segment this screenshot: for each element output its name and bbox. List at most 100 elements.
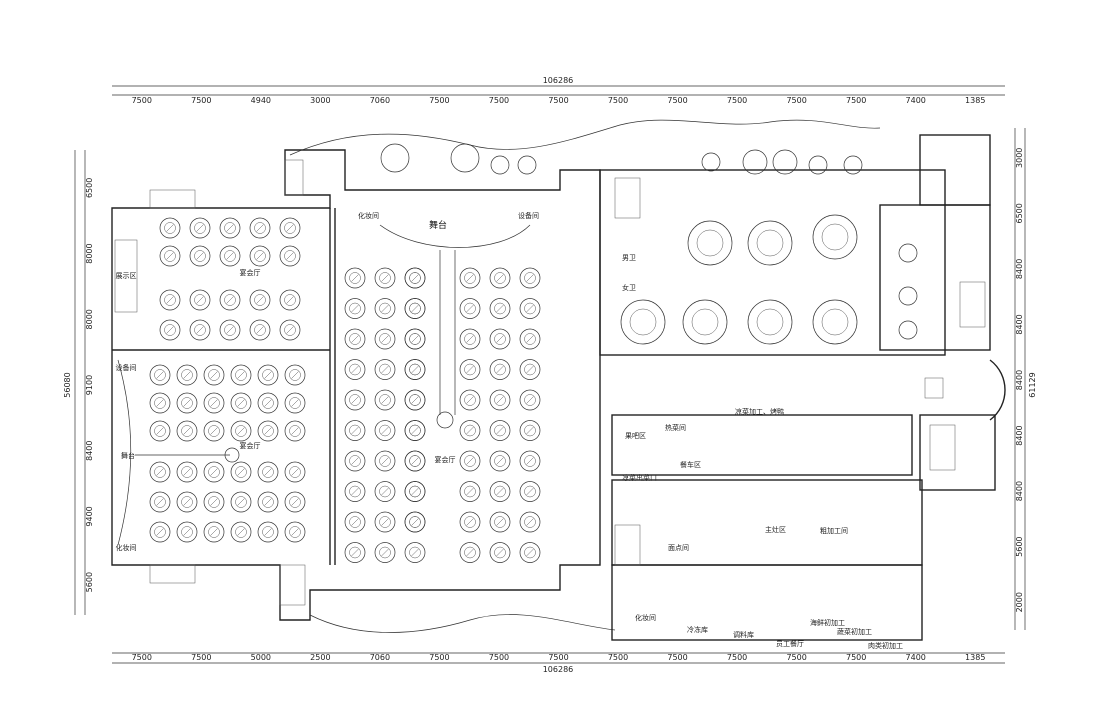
round-table: [149, 392, 171, 414]
bottom-dim-label: 7500: [667, 653, 687, 662]
round-table: [149, 364, 171, 386]
bottom-dim-label: 7500: [489, 653, 509, 662]
round-table: [519, 267, 541, 289]
round-table: [284, 364, 306, 386]
round-table: [489, 328, 511, 350]
top-dim-label: 7060: [370, 96, 390, 105]
round-table: [404, 450, 426, 472]
round-table: [230, 420, 252, 442]
round-table: [249, 289, 271, 311]
stage-label: 舞台: [429, 219, 447, 231]
round-table: [284, 521, 306, 543]
bbq-label: 凉菜加工、烤鸭: [735, 407, 784, 416]
kitchen-dressing-label: 化妆间: [635, 613, 656, 622]
round-table: [257, 521, 279, 543]
round-table: [176, 461, 198, 483]
round-table: [404, 420, 426, 441]
round-table: [159, 245, 181, 267]
round-table: [159, 289, 181, 311]
left-dim-label: 8000: [85, 243, 94, 263]
toilet-m-label: 男卫: [622, 254, 636, 262]
top-dim-label: 7500: [429, 96, 449, 105]
round-table: [459, 450, 481, 472]
round-table: [519, 328, 541, 350]
prep-area-2-label: 设备间: [116, 363, 137, 372]
round-table: [149, 491, 171, 513]
total-width-top: 106286: [543, 76, 574, 85]
round-table: [489, 389, 511, 411]
right-dim-label: 5600: [1015, 536, 1024, 556]
round-table: [176, 521, 198, 543]
bottom-dim-label: 7500: [846, 653, 866, 662]
bottom-dim-label: 7060: [370, 653, 390, 662]
round-table: [230, 364, 252, 386]
round-table: [203, 364, 225, 386]
round-table: [519, 420, 541, 441]
round-table: [374, 542, 396, 563]
left-dim-label: 8000: [85, 309, 94, 329]
round-table: [344, 420, 366, 441]
banquet-hall-1-label: 宴会厅: [240, 268, 261, 277]
round-table: [404, 511, 426, 533]
round-table: [459, 389, 481, 411]
round-table: [203, 491, 225, 513]
round-table: [203, 420, 225, 442]
round-table: [159, 217, 181, 239]
bottom-dim-label: 7500: [727, 653, 747, 662]
round-table: [489, 359, 511, 380]
round-table: [257, 392, 279, 414]
dim-sum-label: 面点间: [668, 544, 689, 552]
round-table: [344, 511, 366, 533]
round-table: [404, 481, 426, 502]
round-table: [344, 450, 366, 472]
round-table: [459, 328, 481, 350]
left-dim-label: 8400: [85, 441, 94, 461]
top-dim-label: 7500: [786, 96, 806, 105]
round-table: [489, 267, 511, 289]
meat-prep-label: 肉类初加工: [868, 641, 903, 650]
fruit-area-label: 果吧区: [625, 432, 646, 440]
round-table: [459, 420, 481, 441]
round-table: [519, 359, 541, 380]
round-table: [230, 461, 252, 483]
top-dim-label: 7500: [608, 96, 628, 105]
bottom-dim-label: 2500: [310, 653, 330, 662]
round-table: [519, 542, 541, 563]
bottom-dim-label: 7500: [548, 653, 568, 662]
round-table: [519, 389, 541, 411]
round-table: [404, 542, 426, 563]
left-dim-label: 9100: [85, 375, 94, 395]
bottom-dim-label: 7500: [608, 653, 628, 662]
right-dim-label: 8400: [1015, 481, 1024, 501]
round-table: [404, 359, 426, 380]
round-table: [284, 392, 306, 414]
round-table: [189, 245, 211, 267]
round-table: [230, 392, 252, 414]
round-table: [279, 217, 301, 239]
round-table: [284, 420, 306, 442]
left-dim-label: 5600: [85, 572, 94, 592]
round-table: [257, 461, 279, 483]
total-height-right: 61129: [1028, 372, 1037, 397]
toilet-f-label: 女卫: [622, 283, 636, 292]
round-table: [149, 420, 171, 442]
round-table: [489, 298, 511, 319]
round-table: [219, 319, 241, 341]
round-table: [279, 319, 301, 341]
prep-room-label: 粗加工间: [820, 526, 848, 535]
prep-area-1-label: 展示区: [116, 272, 137, 280]
bottom-dim-label: 1385: [965, 653, 985, 662]
round-table: [404, 328, 426, 350]
round-table: [459, 511, 481, 533]
round-table: [489, 450, 511, 472]
top-dim-label: 7500: [727, 96, 747, 105]
round-table: [176, 364, 198, 386]
cold-storage-label: 冷冻库: [687, 625, 708, 634]
right-dim-label: 8400: [1015, 314, 1024, 334]
right-dim-label: 8400: [1015, 259, 1024, 279]
stage-left-label: 舞台: [121, 451, 135, 460]
round-table: [404, 267, 426, 289]
round-table: [219, 217, 241, 239]
left-dim-label: 6500: [85, 178, 94, 198]
